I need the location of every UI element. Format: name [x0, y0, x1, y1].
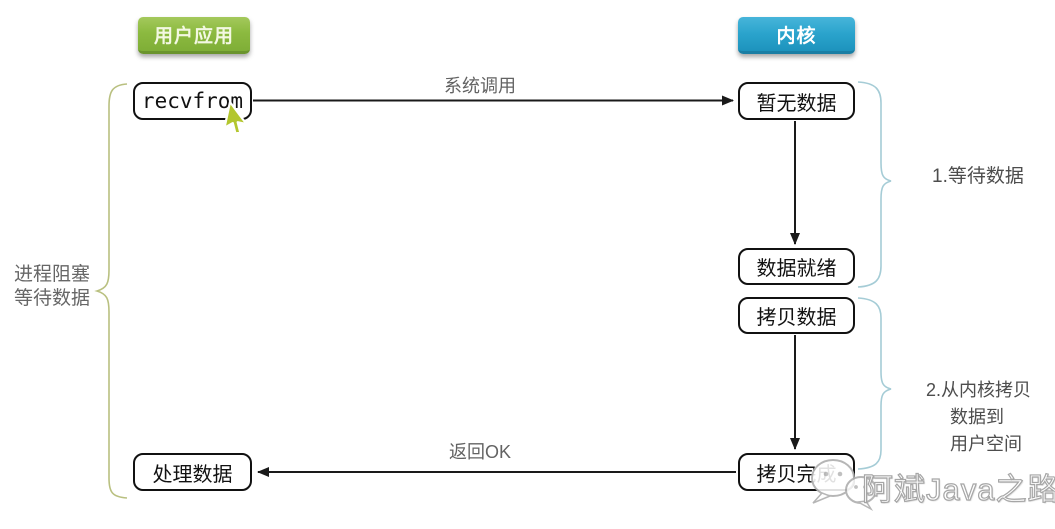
left-brace — [94, 83, 128, 499]
phase2-line3: 用户空间 — [950, 434, 1022, 454]
node-data-ready: 数据就绪 — [738, 248, 855, 285]
kernel-badge: 内核 — [738, 17, 855, 54]
right-brace-phase1 — [857, 81, 892, 288]
phase2-label: 2.从内核拷贝 数据到 用户空间 — [926, 377, 1031, 458]
process-blocked-line1: 进程阻塞 — [13, 264, 90, 285]
process-blocked-line2: 等待数据 — [13, 288, 90, 309]
return-ok-edge-label: 返回OK — [448, 442, 511, 462]
right-brace-phase2 — [857, 297, 892, 470]
node-no-data: 暂无数据 — [738, 82, 855, 120]
user-app-badge: 用户应用 — [138, 17, 250, 54]
node-copy-data: 拷贝数据 — [738, 297, 855, 334]
phase2-line1: 2.从内核拷贝 — [926, 380, 1032, 400]
phase1-label: 1.等待数据 — [932, 166, 1024, 187]
node-copy-done: 拷贝完成 — [738, 453, 855, 491]
node-process-data: 处理数据 — [133, 453, 252, 491]
syscall-edge-label: 系统调用 — [444, 76, 516, 96]
node-recvfrom: recvfrom — [133, 82, 252, 120]
phase2-line2: 数据到 — [950, 407, 1004, 427]
process-blocked-label: 进程阻塞 等待数据 — [6, 263, 98, 311]
